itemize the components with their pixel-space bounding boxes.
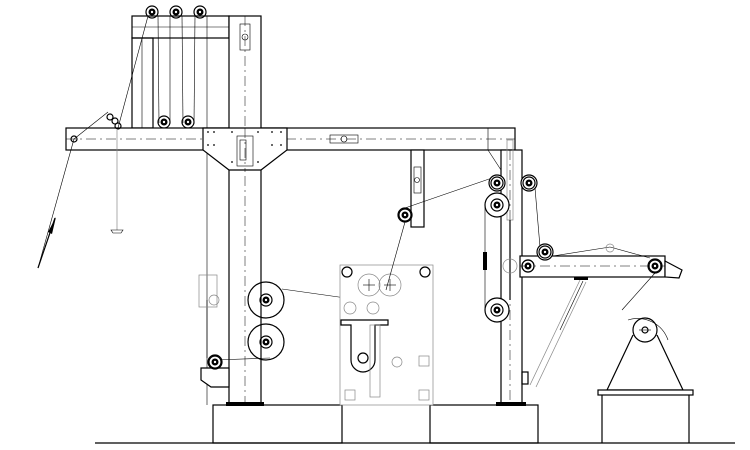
output-arm [519,243,683,311]
unwind-stand [597,317,694,443]
lift-cylinder [529,277,588,388]
roller-icon [181,115,195,129]
material-direction-arrow [37,138,75,269]
column-right [483,139,541,406]
top-festoon-frame [117,5,230,405]
column-left [226,15,264,406]
roller-icon [157,115,171,129]
tension-arm-left [73,111,124,234]
foundation-left [212,404,343,444]
hanging-bracket [397,149,493,228]
main-beam [65,127,516,151]
left-column-rollers [198,274,361,388]
center-drive-unit [339,221,434,406]
joint-gusset-plate [202,127,288,171]
foundation-right [429,404,539,444]
